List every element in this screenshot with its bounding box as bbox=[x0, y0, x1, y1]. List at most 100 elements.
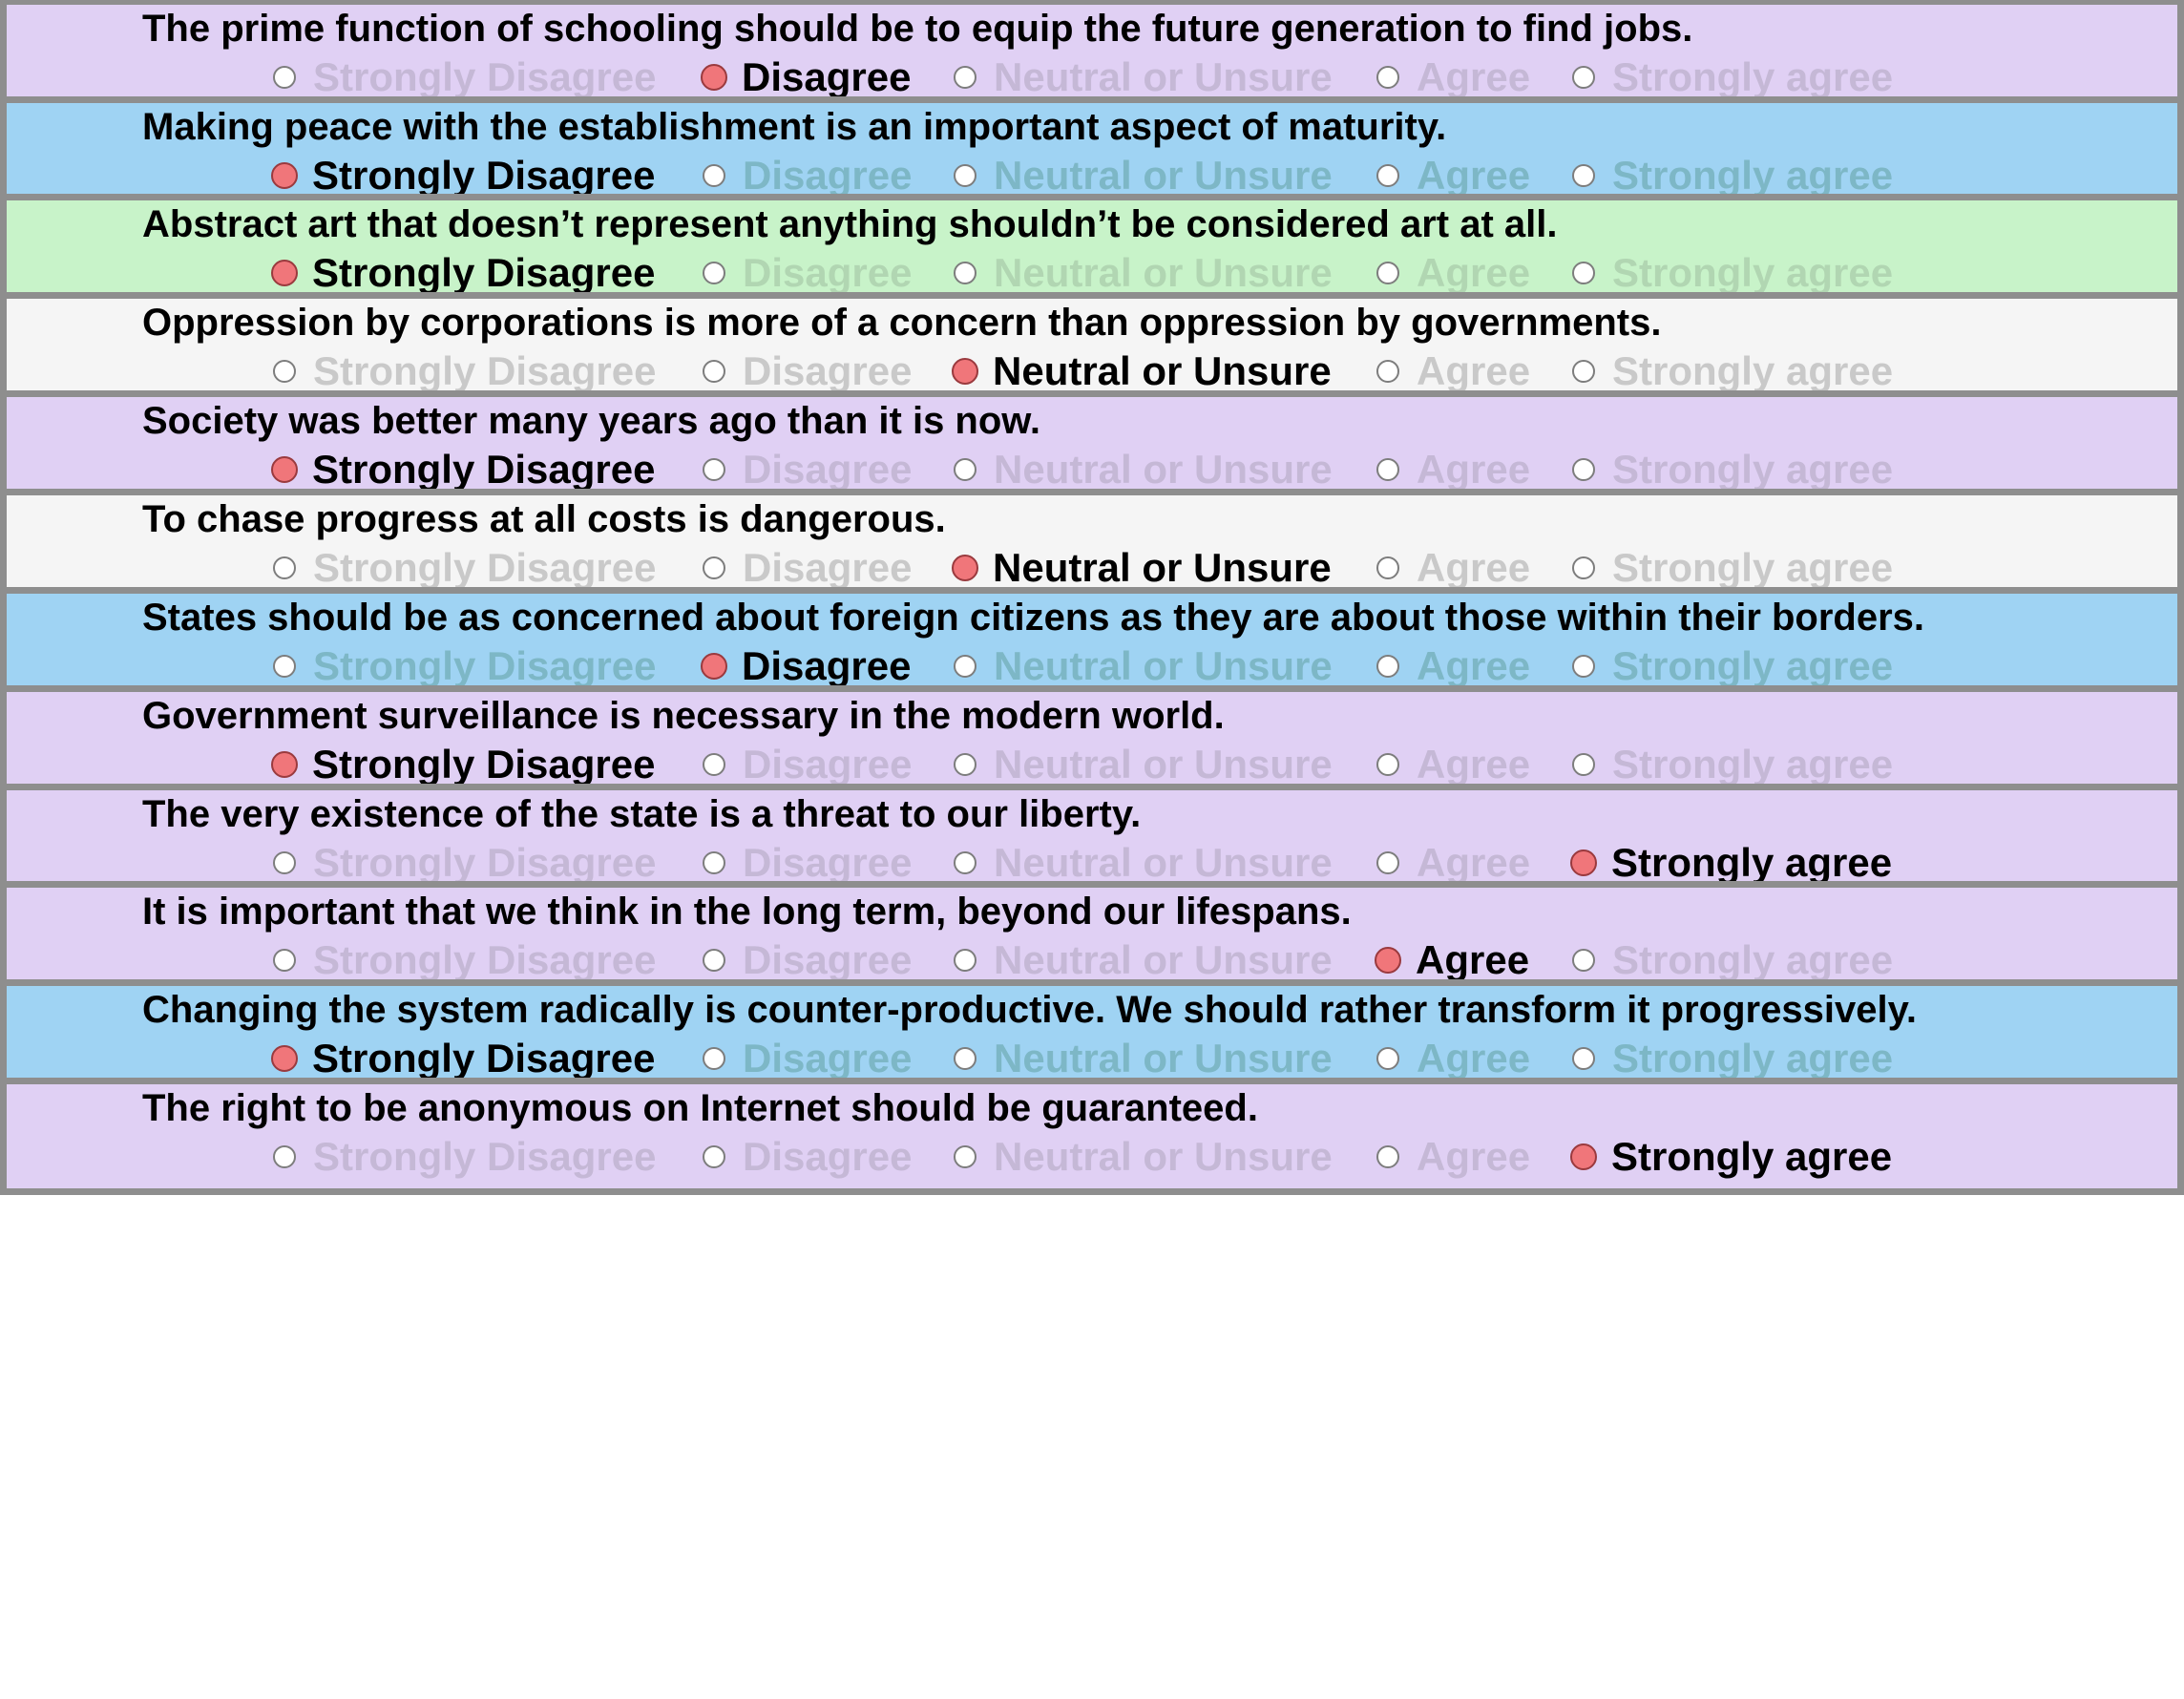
radio-selected-icon[interactable] bbox=[1570, 850, 1597, 876]
answer-option[interactable]: Agree bbox=[1376, 641, 1530, 691]
radio-empty-icon[interactable] bbox=[703, 1145, 725, 1168]
radio-empty-icon[interactable] bbox=[703, 262, 725, 284]
radio-empty-icon[interactable] bbox=[1376, 360, 1399, 383]
radio-empty-icon[interactable] bbox=[1572, 1047, 1595, 1070]
answer-option[interactable]: Neutral or Unsure bbox=[954, 248, 1333, 298]
answer-option[interactable]: Agree bbox=[1376, 1132, 1530, 1182]
radio-empty-icon[interactable] bbox=[273, 556, 296, 579]
answer-option[interactable]: Disagree bbox=[703, 151, 912, 200]
answer-option[interactable]: Neutral or Unsure bbox=[952, 346, 1332, 396]
radio-empty-icon[interactable] bbox=[273, 655, 296, 678]
answer-option[interactable]: Strongly agree bbox=[1572, 935, 1893, 985]
radio-empty-icon[interactable] bbox=[1376, 262, 1399, 284]
radio-empty-icon[interactable] bbox=[703, 360, 725, 383]
answer-option[interactable]: Disagree bbox=[703, 1034, 912, 1083]
answer-option[interactable]: Strongly agree bbox=[1570, 1132, 1892, 1182]
answer-option[interactable]: Neutral or Unsure bbox=[954, 52, 1333, 102]
radio-empty-icon[interactable] bbox=[954, 262, 976, 284]
radio-selected-icon[interactable] bbox=[271, 751, 298, 778]
answer-option[interactable]: Disagree bbox=[703, 346, 912, 396]
radio-empty-icon[interactable] bbox=[273, 851, 296, 874]
radio-empty-icon[interactable] bbox=[273, 1145, 296, 1168]
radio-empty-icon[interactable] bbox=[273, 949, 296, 972]
answer-option[interactable]: Neutral or Unsure bbox=[954, 740, 1333, 789]
answer-option[interactable]: Disagree bbox=[703, 1132, 912, 1182]
radio-empty-icon[interactable] bbox=[273, 360, 296, 383]
answer-option[interactable]: Disagree bbox=[701, 641, 911, 691]
radio-selected-icon[interactable] bbox=[271, 162, 298, 189]
answer-option[interactable]: Strongly agree bbox=[1572, 740, 1893, 789]
answer-option[interactable]: Strongly agree bbox=[1572, 346, 1893, 396]
radio-empty-icon[interactable] bbox=[703, 164, 725, 187]
answer-option[interactable]: Strongly Disagree bbox=[271, 445, 655, 494]
answer-option[interactable]: Strongly agree bbox=[1572, 248, 1893, 298]
answer-option[interactable]: Agree bbox=[1375, 935, 1529, 985]
radio-empty-icon[interactable] bbox=[954, 164, 976, 187]
answer-option[interactable]: Agree bbox=[1376, 248, 1530, 298]
answer-option[interactable]: Agree bbox=[1376, 445, 1530, 494]
answer-option[interactable]: Neutral or Unsure bbox=[954, 445, 1333, 494]
radio-empty-icon[interactable] bbox=[1572, 949, 1595, 972]
radio-selected-icon[interactable] bbox=[952, 358, 978, 385]
answer-option[interactable]: Neutral or Unsure bbox=[954, 935, 1333, 985]
radio-selected-icon[interactable] bbox=[952, 555, 978, 581]
radio-selected-icon[interactable] bbox=[1375, 947, 1401, 974]
radio-empty-icon[interactable] bbox=[1376, 556, 1399, 579]
answer-option[interactable]: Strongly Disagree bbox=[273, 641, 656, 691]
answer-option[interactable]: Strongly agree bbox=[1572, 641, 1893, 691]
radio-empty-icon[interactable] bbox=[703, 458, 725, 481]
answer-option[interactable]: Agree bbox=[1376, 838, 1530, 888]
answer-option[interactable]: Strongly agree bbox=[1572, 445, 1893, 494]
answer-option[interactable]: Strongly agree bbox=[1570, 838, 1892, 888]
answer-option[interactable]: Neutral or Unsure bbox=[954, 641, 1333, 691]
radio-empty-icon[interactable] bbox=[703, 851, 725, 874]
radio-empty-icon[interactable] bbox=[703, 949, 725, 972]
answer-option[interactable]: Strongly Disagree bbox=[271, 248, 655, 298]
answer-option[interactable]: Strongly Disagree bbox=[273, 1132, 656, 1182]
radio-empty-icon[interactable] bbox=[954, 851, 976, 874]
radio-empty-icon[interactable] bbox=[954, 753, 976, 776]
radio-empty-icon[interactable] bbox=[1376, 1047, 1399, 1070]
radio-empty-icon[interactable] bbox=[954, 1145, 976, 1168]
radio-empty-icon[interactable] bbox=[1376, 458, 1399, 481]
answer-option[interactable]: Strongly agree bbox=[1572, 151, 1893, 200]
radio-empty-icon[interactable] bbox=[703, 753, 725, 776]
radio-empty-icon[interactable] bbox=[1572, 360, 1595, 383]
answer-option[interactable]: Neutral or Unsure bbox=[954, 838, 1333, 888]
answer-option[interactable]: Strongly agree bbox=[1572, 1034, 1893, 1083]
radio-selected-icon[interactable] bbox=[1570, 1143, 1597, 1170]
answer-option[interactable]: Disagree bbox=[703, 838, 912, 888]
answer-option[interactable]: Strongly Disagree bbox=[273, 838, 656, 888]
radio-empty-icon[interactable] bbox=[1376, 753, 1399, 776]
radio-empty-icon[interactable] bbox=[954, 655, 976, 678]
answer-option[interactable]: Agree bbox=[1376, 52, 1530, 102]
answer-option[interactable]: Strongly Disagree bbox=[273, 935, 656, 985]
answer-option[interactable]: Agree bbox=[1376, 151, 1530, 200]
radio-empty-icon[interactable] bbox=[1572, 753, 1595, 776]
answer-option[interactable]: Disagree bbox=[703, 248, 912, 298]
answer-option[interactable]: Neutral or Unsure bbox=[954, 1132, 1333, 1182]
radio-empty-icon[interactable] bbox=[273, 66, 296, 89]
radio-empty-icon[interactable] bbox=[1572, 164, 1595, 187]
radio-empty-icon[interactable] bbox=[703, 1047, 725, 1070]
radio-empty-icon[interactable] bbox=[1376, 66, 1399, 89]
radio-selected-icon[interactable] bbox=[701, 653, 727, 680]
radio-empty-icon[interactable] bbox=[1572, 556, 1595, 579]
radio-empty-icon[interactable] bbox=[954, 1047, 976, 1070]
radio-empty-icon[interactable] bbox=[1376, 851, 1399, 874]
radio-empty-icon[interactable] bbox=[1376, 655, 1399, 678]
answer-option[interactable]: Strongly Disagree bbox=[271, 151, 655, 200]
radio-selected-icon[interactable] bbox=[271, 260, 298, 286]
answer-option[interactable]: Strongly Disagree bbox=[271, 740, 655, 789]
answer-option[interactable]: Agree bbox=[1376, 543, 1530, 593]
radio-selected-icon[interactable] bbox=[271, 1045, 298, 1072]
answer-option[interactable]: Neutral or Unsure bbox=[954, 151, 1333, 200]
answer-option[interactable]: Disagree bbox=[701, 52, 911, 102]
answer-option[interactable]: Neutral or Unsure bbox=[952, 543, 1332, 593]
radio-empty-icon[interactable] bbox=[703, 556, 725, 579]
radio-empty-icon[interactable] bbox=[1572, 458, 1595, 481]
answer-option[interactable]: Agree bbox=[1376, 740, 1530, 789]
radio-selected-icon[interactable] bbox=[271, 456, 298, 483]
answer-option[interactable]: Disagree bbox=[703, 543, 912, 593]
radio-empty-icon[interactable] bbox=[954, 458, 976, 481]
